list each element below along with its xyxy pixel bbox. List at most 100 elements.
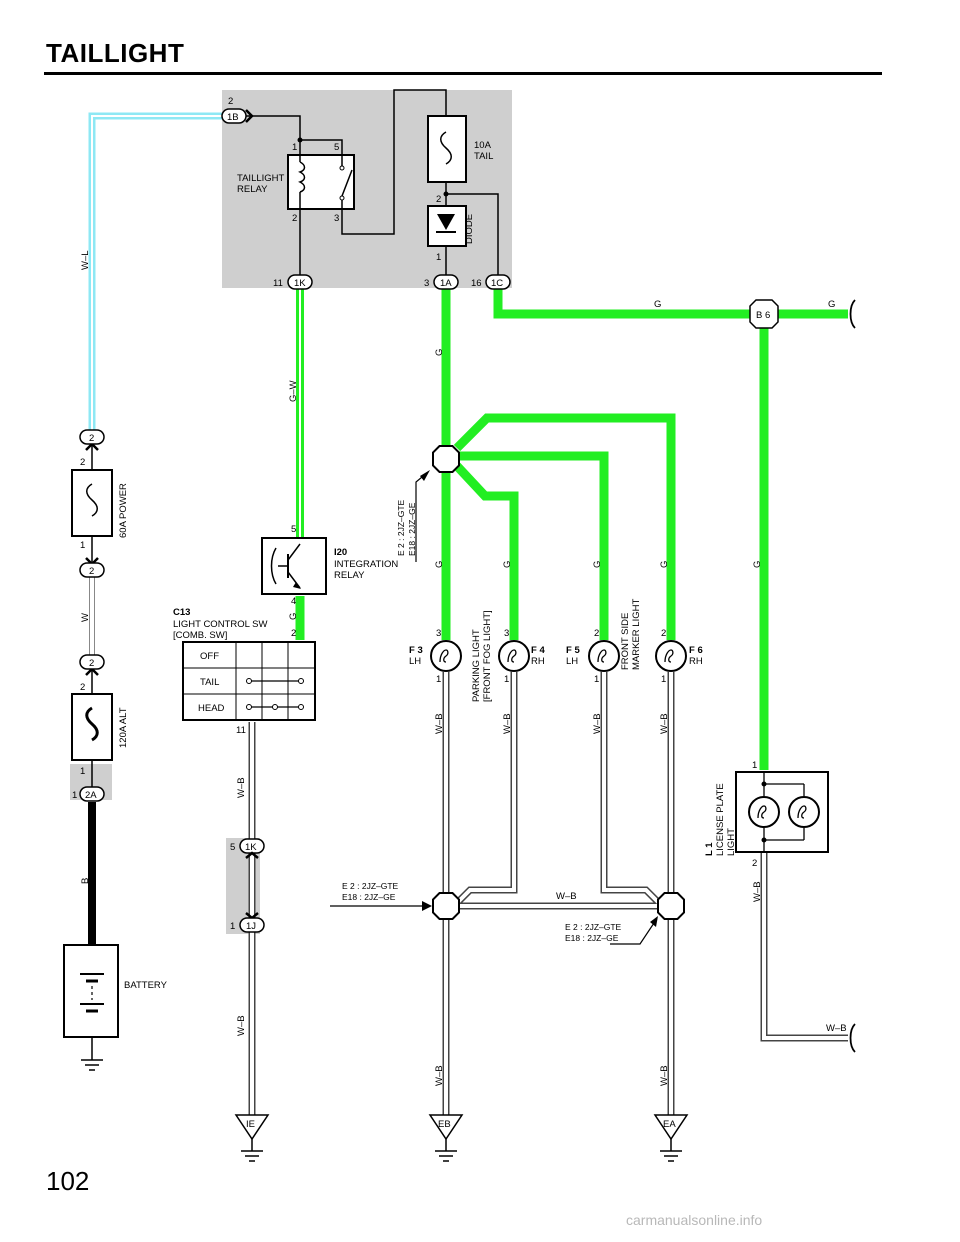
license-label-2: LIGHT <box>726 828 737 856</box>
f6-pin-1: 1 <box>661 674 666 685</box>
side-marker-label-2: MARKER LIGHT <box>631 599 642 670</box>
fuse-120a-alt <box>71 669 113 788</box>
wire-label-wb-ie: W–B <box>236 1015 247 1036</box>
page-title: TAILLIGHT <box>46 38 185 68</box>
splice-note-lower-right-1: E 2 : 2JZ–GTE <box>565 922 622 932</box>
f4-pin-3: 3 <box>504 628 509 639</box>
f3-code: F 3 <box>409 645 423 656</box>
ground-eb-label: EB <box>438 1119 451 1130</box>
splice-note-lower-right-2: E18 : 2JZ–GE <box>565 933 619 943</box>
lcs-pin-2: 2 <box>291 628 296 639</box>
fuse-tail-pin: 2 <box>436 194 441 205</box>
wire-label-wb-f5: W–B <box>592 713 603 734</box>
splice-note-upper-2: E18 : 2JZ–GE <box>407 502 417 556</box>
connector-1j-pin: 1 <box>230 921 235 932</box>
connector-1a <box>433 274 459 290</box>
f3-pin-1: 1 <box>436 674 441 685</box>
wire-break-wb <box>849 1023 856 1053</box>
ground-ea <box>653 1114 689 1141</box>
wire-label-wb-f6: W–B <box>659 713 670 734</box>
battery <box>63 944 119 1048</box>
diode <box>427 205 467 247</box>
lamp-f6 <box>655 640 687 672</box>
f4-code: F 4 <box>531 645 545 656</box>
wire-g-f5 <box>459 451 609 640</box>
title-rule <box>44 72 882 75</box>
lcs-pos-off: OFF <box>200 651 219 662</box>
lamp-f3 <box>430 640 462 672</box>
int-relay-label-2: RELAY <box>334 570 365 581</box>
wire-wl-1b-fuse <box>91 115 232 430</box>
connector-2-mid <box>79 557 105 578</box>
integration-relay <box>261 537 327 595</box>
connector-1c <box>485 274 511 290</box>
connector-1b <box>221 108 254 124</box>
connector-2a <box>79 786 105 802</box>
f3-pin-3: 3 <box>436 628 441 639</box>
splice-lower-right <box>657 892 685 920</box>
connector-1k-lower-label: 1K <box>245 842 257 853</box>
f4-pin-1: 1 <box>504 674 509 685</box>
splice-lower-left <box>432 892 460 920</box>
connector-1j <box>239 912 265 933</box>
lcs-label-2: [COMB. SW] <box>173 630 227 641</box>
connector-1a-pin: 3 <box>424 278 429 289</box>
wire-label-wb-out: W–B <box>826 1023 847 1034</box>
wire-break-g <box>849 299 856 329</box>
fuse60-pin-1: 1 <box>80 540 85 551</box>
ground-ie-symbol <box>240 1138 264 1162</box>
relay-pin-1: 1 <box>292 142 297 153</box>
wire-label-wb-f4: W–B <box>502 713 513 734</box>
relay-pin-3: 3 <box>334 213 339 224</box>
fuse-60a-label: 60A POWER <box>118 483 129 538</box>
light-control-switch <box>182 641 316 721</box>
int-relay-code: I20 <box>334 547 347 558</box>
connector-1k <box>287 274 313 290</box>
ground-ea-symbol <box>659 1138 683 1162</box>
ground-eb <box>428 1114 464 1141</box>
splice-note-upper-1: E 2 : 2JZ–GTE <box>396 499 406 556</box>
connector-2a-pin: 1 <box>72 790 77 801</box>
wire-g-f4 <box>453 462 519 640</box>
f3-side: LH <box>409 656 421 667</box>
f5-pin-1: 1 <box>594 674 599 685</box>
wire-label-g-1a: G <box>434 349 445 356</box>
splice-note-lower-left-2: E18 : 2JZ–GE <box>342 892 396 902</box>
f5-side: LH <box>566 656 578 667</box>
license-plate-light <box>735 771 829 853</box>
lcs-pin-11: 11 <box>236 725 246 736</box>
connector-1c-label: 1C <box>491 278 503 289</box>
ground-ea-label: EA <box>663 1119 676 1130</box>
connector-2-lower-label: 2 <box>89 658 94 669</box>
f5-code: F 5 <box>566 645 580 656</box>
wire-label-g-f6: G <box>659 561 670 568</box>
wire-label-g-b6-right: G <box>828 299 835 310</box>
battery-label: BATTERY <box>124 980 168 991</box>
wire-label-g-f3: G <box>434 561 445 568</box>
f4-side: RH <box>531 656 545 667</box>
fuse-120a-label: 120A ALT <box>118 707 129 748</box>
lamp-f5 <box>588 640 620 672</box>
lcs-code: C13 <box>173 607 190 618</box>
connector-2-mid-label: 2 <box>89 566 94 577</box>
wire-label-g-relay: G <box>288 613 299 620</box>
wire-label-g-b6-left: G <box>654 299 661 310</box>
license-pin-2: 2 <box>752 858 757 869</box>
lcs-pos-head: HEAD <box>198 703 225 714</box>
connector-1b-pin: 2 <box>228 96 233 107</box>
fuse-tail-label-2: TAIL <box>474 151 493 162</box>
wire-label-wb-license: W–B <box>752 881 763 902</box>
connector-1b-label: 1B <box>227 112 239 123</box>
fuse120-pin-1: 1 <box>80 766 85 777</box>
wire-label-g-license: G <box>752 561 763 568</box>
diode-label: DIODE <box>464 214 475 244</box>
page-number: 102 <box>46 1166 90 1196</box>
wire-label-g-f5: G <box>592 561 603 568</box>
connector-1c-pin: 16 <box>471 278 482 289</box>
wire-g-f6 <box>453 413 676 640</box>
battery-ground <box>80 1047 104 1071</box>
diode-pin: 1 <box>436 252 441 263</box>
parking-light-label-2: [FRONT FOG LIGHT] <box>482 610 493 702</box>
ground-ie <box>234 1114 270 1141</box>
